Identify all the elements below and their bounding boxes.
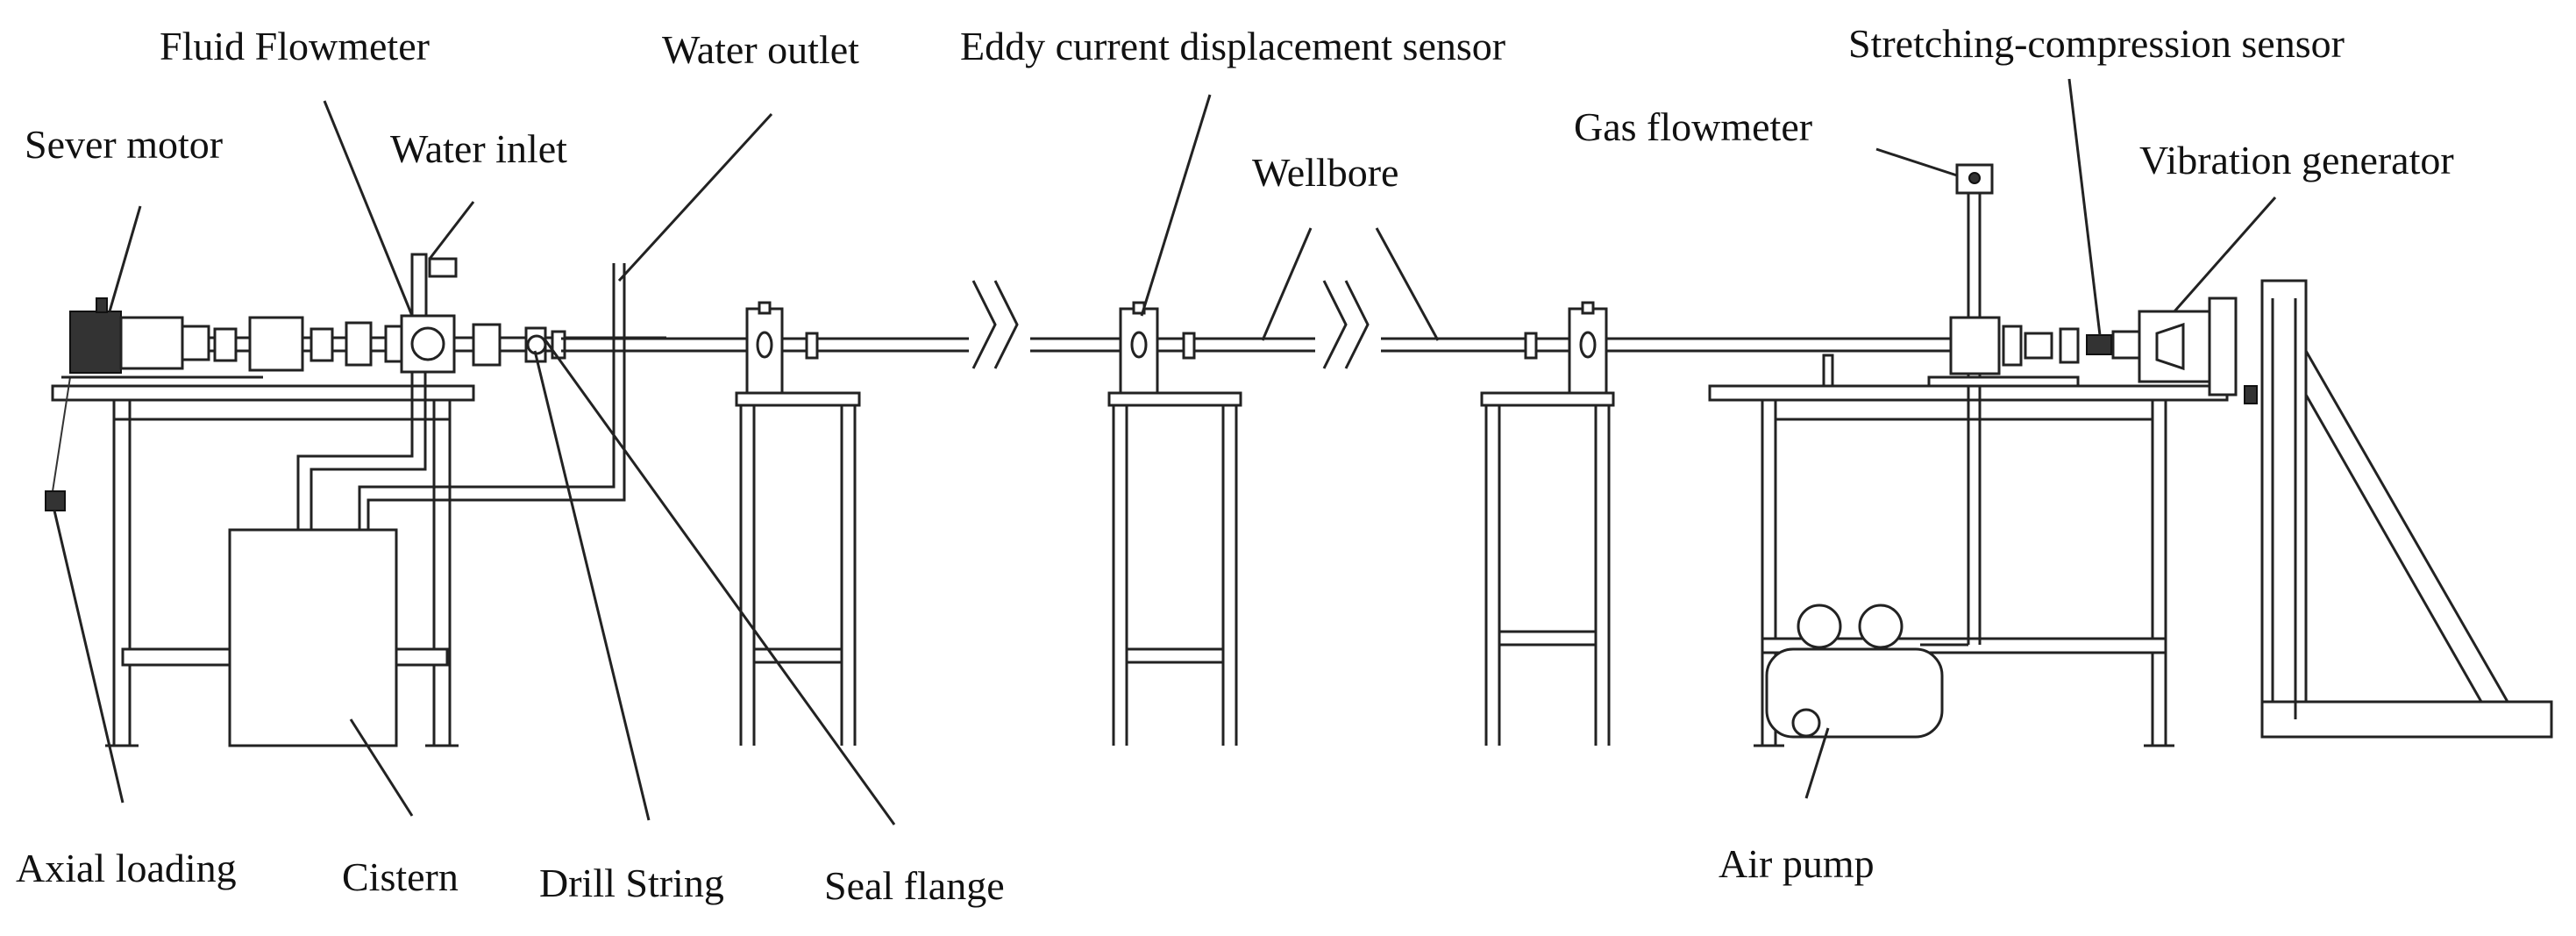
axial-loading-weight <box>45 376 71 511</box>
label-vibration-generator: Vibration generator <box>2139 138 2454 182</box>
break-symbol-2 <box>1322 280 1370 369</box>
label-fluid-flowmeter: Fluid Flowmeter <box>160 24 430 68</box>
water-outlet-pipe <box>612 263 626 487</box>
air-pump-unit <box>1765 604 1944 739</box>
label-sever-motor: Sever motor <box>25 122 223 167</box>
stand-3 <box>1480 301 1615 746</box>
label-cistern: Cistern <box>342 854 459 899</box>
stand-2 <box>1107 301 1242 746</box>
label-drill-string: Drill String <box>539 861 724 905</box>
label-air-pump: Air pump <box>1719 841 1875 886</box>
drill-head-assembly <box>1927 316 2141 388</box>
label-water-inlet: Water inlet <box>390 126 567 171</box>
frame-stand <box>2260 279 2553 739</box>
pipe-segment-3 <box>1381 337 1960 353</box>
break-symbol-1 <box>971 280 1019 369</box>
stand-1 <box>735 301 861 746</box>
cistern-tank <box>228 528 398 747</box>
label-axial-loading: Axial loading <box>16 846 237 890</box>
vibration-generator-unit <box>2138 297 2258 404</box>
leader-lines <box>53 78 2277 825</box>
label-water-outlet: Water outlet <box>662 27 859 72</box>
label-eddy-sensor: Eddy current displacement sensor <box>960 24 1505 68</box>
fluid-flowmeter-block <box>400 253 458 374</box>
label-wellbore: Wellbore <box>1252 150 1398 195</box>
servo-motor <box>61 297 263 379</box>
gas-line <box>1920 163 1994 647</box>
label-gas-flowmeter: Gas flowmeter <box>1574 104 1812 149</box>
label-stretching-sensor: Stretching-compression sensor <box>1848 21 2345 66</box>
pipe-segment-2 <box>1030 337 1315 353</box>
label-seal-flange: Seal flange <box>824 863 1005 908</box>
seal-flange-part <box>472 323 566 367</box>
